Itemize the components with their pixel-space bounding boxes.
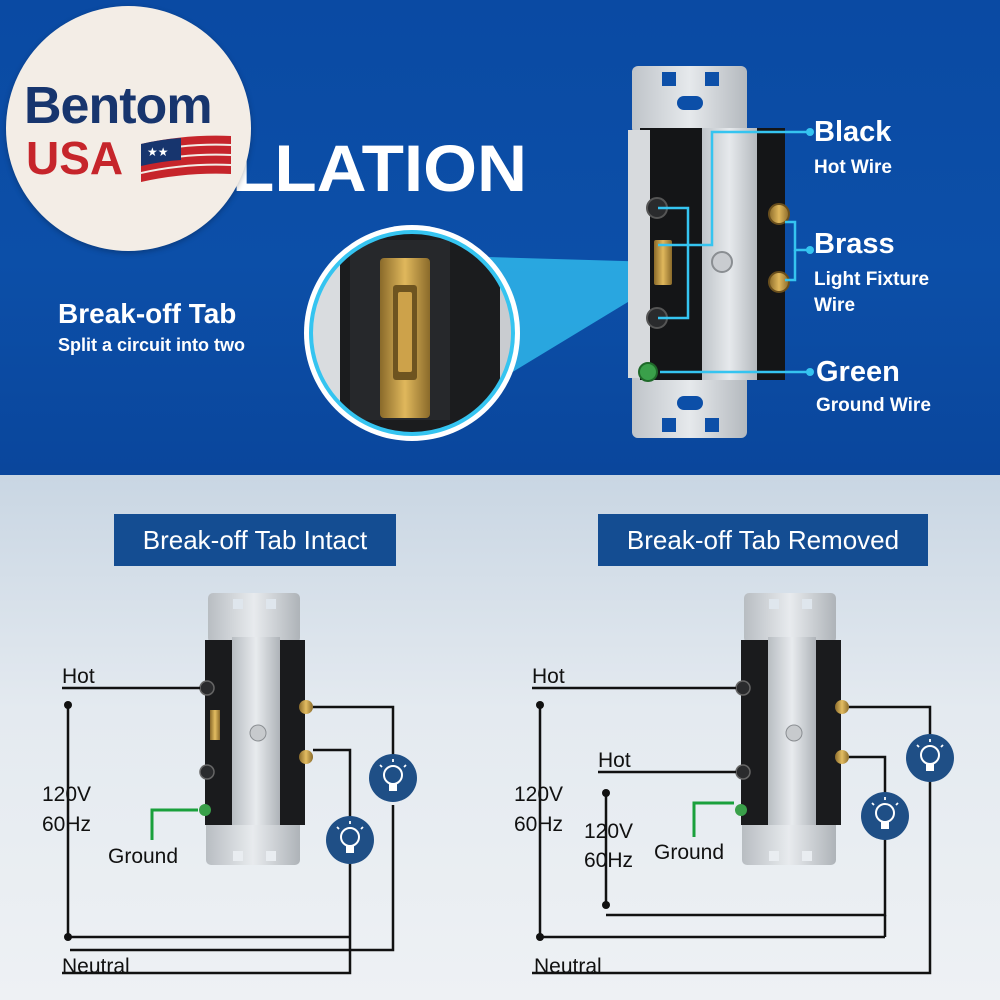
bulb-icon bbox=[906, 734, 954, 782]
right-hot-label-2: Hot bbox=[598, 749, 631, 772]
brass-callout-title: Brass bbox=[814, 228, 895, 260]
wiring-diagrams bbox=[62, 593, 954, 975]
switch-illustration bbox=[304, 66, 814, 441]
magnified-tab bbox=[311, 232, 500, 434]
right-neutral-label: Neutral bbox=[534, 955, 602, 978]
left-ground-label: Ground bbox=[108, 845, 179, 868]
black-callout-subtitle: Hot Wire bbox=[814, 157, 892, 178]
green-callout-subtitle: Ground Wire bbox=[816, 395, 931, 416]
installation-panel: LLATION Bentom USA ★★ Black Hot Wire Bra… bbox=[0, 0, 1000, 475]
left-diagram bbox=[62, 593, 417, 975]
flag-icon: ★★ bbox=[141, 135, 231, 182]
green-callout-title: Green bbox=[816, 356, 900, 388]
left-frequency-label: 60Hz bbox=[42, 813, 92, 836]
left-voltage-label: 120V bbox=[42, 783, 92, 806]
right-frequency-label-2: 60Hz bbox=[584, 849, 634, 872]
bulb-icon bbox=[326, 816, 374, 864]
tab-callout-title: Break-off Tab bbox=[58, 298, 237, 329]
switch-tab bbox=[654, 240, 672, 285]
black-callout-title: Black bbox=[814, 116, 892, 148]
right-diagram bbox=[532, 593, 954, 975]
heading-tab-removed: Break-off Tab Removed bbox=[598, 514, 928, 566]
right-hot-label-1: Hot bbox=[532, 665, 565, 688]
brand-name: Bentom bbox=[24, 77, 213, 135]
wiring-diagrams-panel: Break-off Tab Intact Break-off Tab Remov… bbox=[0, 475, 1000, 1000]
heading-tab-intact: Break-off Tab Intact bbox=[114, 514, 396, 566]
right-voltage-label-2: 120V bbox=[584, 820, 634, 843]
right-voltage-label-1: 120V bbox=[514, 783, 564, 806]
bulb-icon bbox=[861, 792, 909, 840]
svg-text:★★: ★★ bbox=[147, 145, 169, 159]
bulb-icon bbox=[369, 754, 417, 802]
installation-title: LLATION bbox=[232, 131, 528, 205]
brass-callout-subtitle-1: Light Fixture bbox=[814, 269, 930, 290]
right-ground-label: Ground bbox=[654, 841, 725, 864]
tab-callout-subtitle: Split a circuit into two bbox=[58, 335, 246, 355]
callout-lines bbox=[658, 130, 810, 374]
left-hot-label: Hot bbox=[62, 665, 95, 688]
left-neutral-label: Neutral bbox=[62, 955, 130, 978]
brand-logo: Bentom USA ★★ bbox=[6, 6, 251, 251]
right-frequency-label-1: 60Hz bbox=[514, 813, 564, 836]
brand-country: USA bbox=[26, 132, 124, 184]
brass-callout-subtitle-2: Wire bbox=[814, 295, 856, 316]
